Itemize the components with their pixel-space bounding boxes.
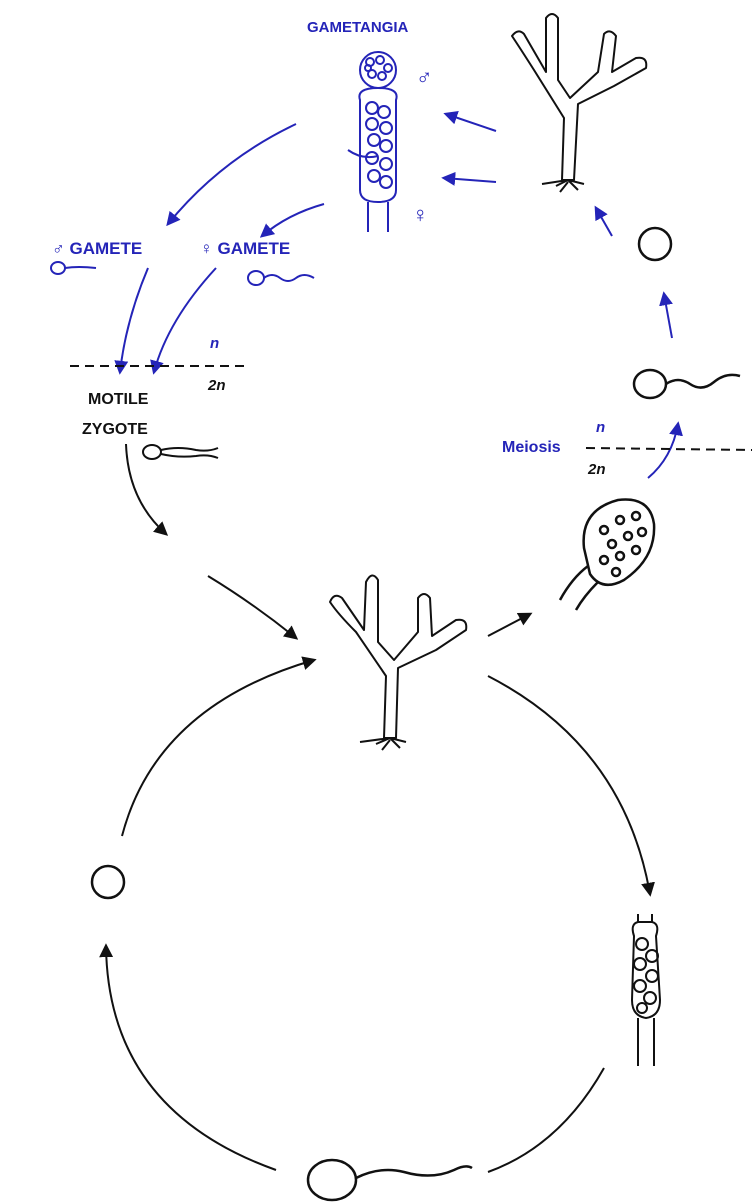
motile-zygote-icon xyxy=(143,445,218,459)
motile-label: MOTILE xyxy=(88,391,149,408)
bottom-zoospore-icon xyxy=(308,1160,472,1200)
gametophyte-plant-icon xyxy=(512,14,646,192)
male-symbol: ♂ xyxy=(416,64,433,89)
female-symbol: ♀ xyxy=(412,202,429,227)
diploid-arrows xyxy=(106,444,650,1172)
ploidy-divider-right xyxy=(586,448,752,450)
gametangia-label: GAMETANGIA xyxy=(307,19,409,36)
2n-label-left: 2n xyxy=(207,377,226,394)
male-gamete-label: ♂ GAMETE xyxy=(52,239,142,258)
meiosporangium-icon xyxy=(560,500,654,611)
zoospore-icon xyxy=(634,370,740,398)
gametangium-icon xyxy=(348,52,397,232)
male-gamete-icon xyxy=(51,262,96,274)
female-gamete-label: ♀ GAMETE xyxy=(200,239,290,258)
sporophyte-plant-icon xyxy=(330,575,466,750)
mitosporangium-icon xyxy=(632,914,660,1066)
spore-icon xyxy=(639,228,671,260)
2n-label-right: 2n xyxy=(587,461,606,478)
n-label-left: n xyxy=(210,335,219,352)
germinating-spore-icon xyxy=(92,866,124,898)
n-label-right: n xyxy=(596,419,605,436)
haploid-arrows xyxy=(120,114,678,478)
meiosis-label: Meiosis xyxy=(502,439,561,456)
female-gamete-icon xyxy=(248,271,314,285)
zygote-label: ZYGOTE xyxy=(82,421,148,438)
